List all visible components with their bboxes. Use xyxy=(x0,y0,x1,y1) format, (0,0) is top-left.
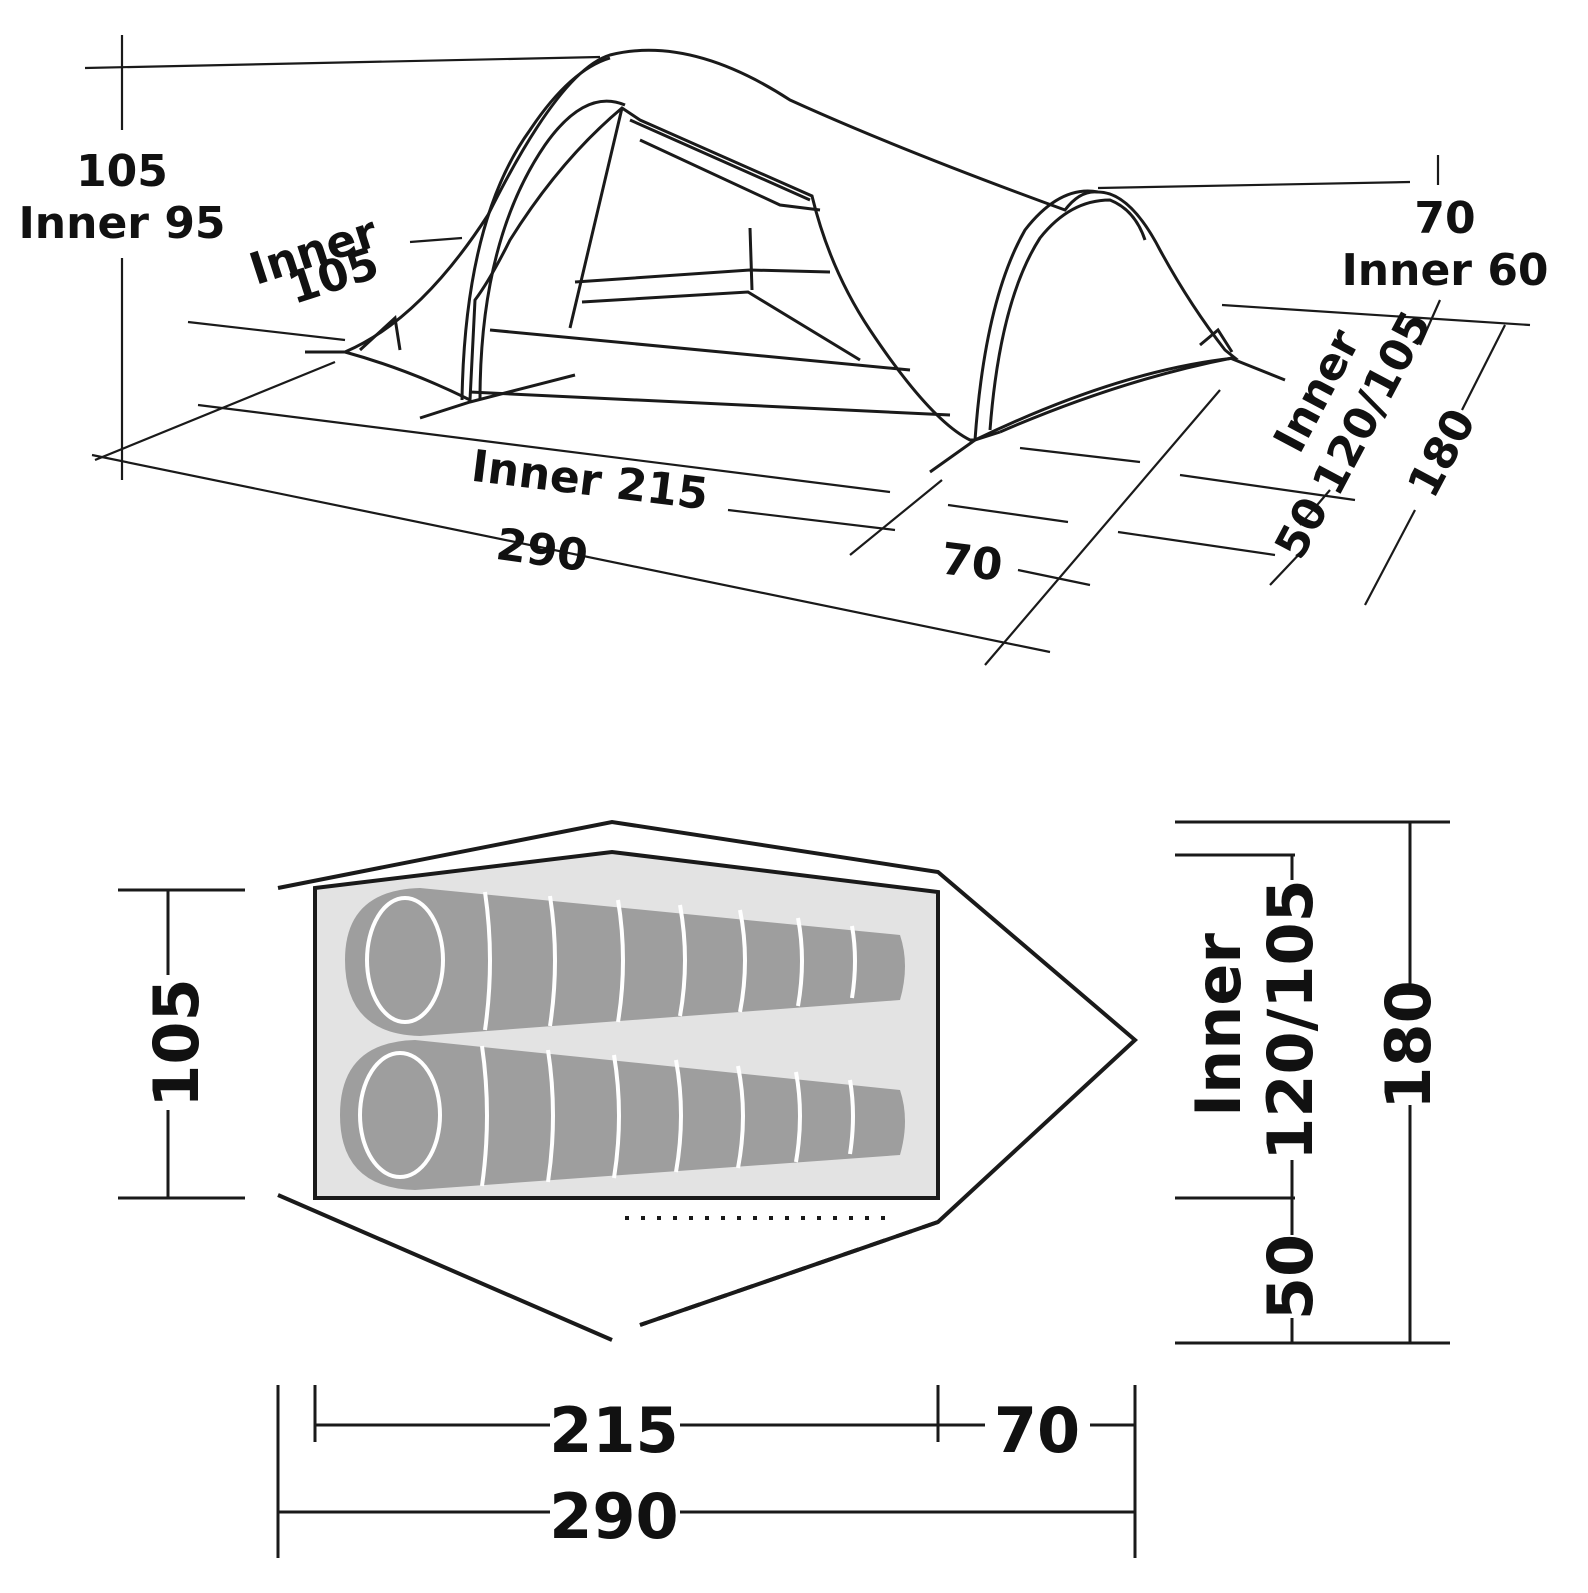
porch-depth-label: 50 xyxy=(1265,489,1339,567)
tent-floorplan-view: 105 Inner 120/105 50 180 xyxy=(118,819,1450,1558)
floor-inner-word-label: Inner xyxy=(1182,933,1255,1117)
inner-length-label: Inner 215 xyxy=(469,441,711,521)
height-dimension-line xyxy=(84,35,601,480)
inner-height-label: Inner 95 xyxy=(18,198,225,249)
tent-perspective-view: 105 Inner 95 Inner 105 Inner 215 290 70 … xyxy=(18,35,1549,666)
porch-length-label: 70 xyxy=(938,534,1005,592)
sleeping-bag-bottom xyxy=(340,1040,905,1190)
floor-total-length-label: 290 xyxy=(549,1480,678,1553)
total-length-label: 290 xyxy=(493,519,591,582)
floor-total-depth-label: 180 xyxy=(1372,980,1445,1109)
floor-porch-length-label: 70 xyxy=(994,1394,1080,1467)
floor-width-label: 105 xyxy=(140,978,213,1107)
sleeping-bag-top xyxy=(345,888,905,1036)
total-depth-label: 180 xyxy=(1398,401,1486,506)
tent-body xyxy=(305,48,1286,474)
ground-dimension-lines xyxy=(91,155,1531,666)
rear-height-label: 70 xyxy=(1414,193,1475,244)
total-height-label: 105 xyxy=(76,146,168,197)
width-dimension-line xyxy=(118,888,245,1200)
floor-inner-length-label: 215 xyxy=(549,1394,678,1467)
length-dimension-lines xyxy=(276,1385,1137,1558)
floor-inner-value-label: 120/105 xyxy=(1254,879,1327,1160)
depth-dimension-lines xyxy=(1175,820,1450,1345)
floor-porch-depth-label: 50 xyxy=(1254,1234,1327,1320)
rear-inner-height-label: Inner 60 xyxy=(1341,245,1548,296)
